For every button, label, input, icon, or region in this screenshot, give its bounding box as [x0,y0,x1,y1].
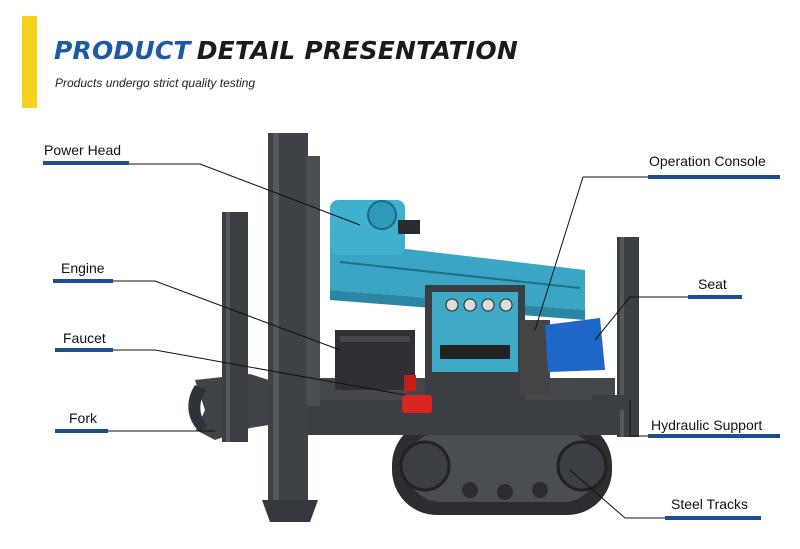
callout-seat: Seat [698,276,727,292]
callout-fork-underline [55,429,108,433]
callout-power-head-underline [43,161,129,165]
steel-tracks-graphic [392,420,612,515]
callout-fork: Fork [69,410,97,426]
callout-steel-tracks: Steel Tracks [671,496,749,512]
callout-engine: Engine [61,260,105,276]
callout-operation-console-underline [648,175,780,179]
callout-hydraulic-support: Hydraulic Support [651,417,763,433]
title-word-detail: DETAIL PRESENTATION [196,36,518,65]
callout-faucet: Faucet [63,330,106,346]
callout-faucet-underline [55,348,113,352]
title-word-product: PRODUCT [54,36,191,65]
page-subtitle: Products undergo strict quality testing [55,76,256,90]
callout-hydraulic-support-underline [648,434,780,438]
callout-power-head: Power Head [44,142,122,158]
callout-steel-tracks-underline [665,516,761,520]
callout-operation-console: Operation Console [649,153,766,169]
title-accent-bar [22,16,37,108]
callout-seat-underline [688,295,742,299]
callout-engine-underline [53,279,113,283]
